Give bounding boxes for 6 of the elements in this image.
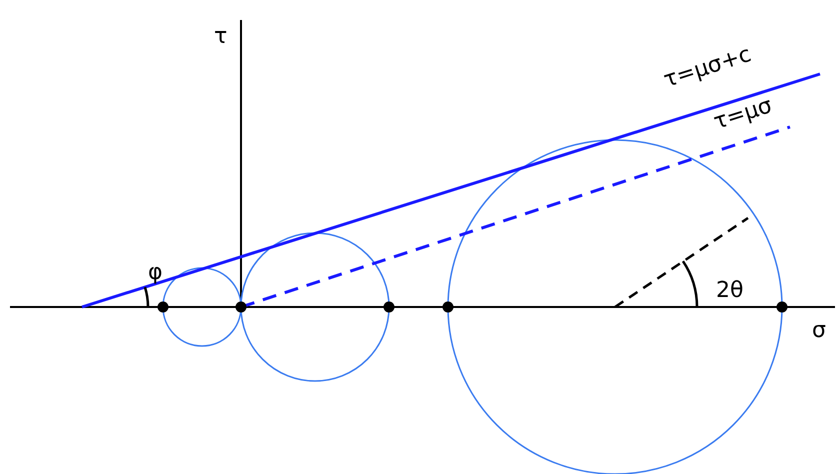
angle-label: 2θ — [716, 280, 744, 302]
equation-label: τ=μσ — [711, 95, 775, 134]
angle-label: φ — [148, 262, 163, 284]
axis-label: τ — [214, 26, 228, 48]
equation-label: τ=μσ+c — [661, 44, 754, 92]
axis-label: σ — [812, 320, 826, 342]
